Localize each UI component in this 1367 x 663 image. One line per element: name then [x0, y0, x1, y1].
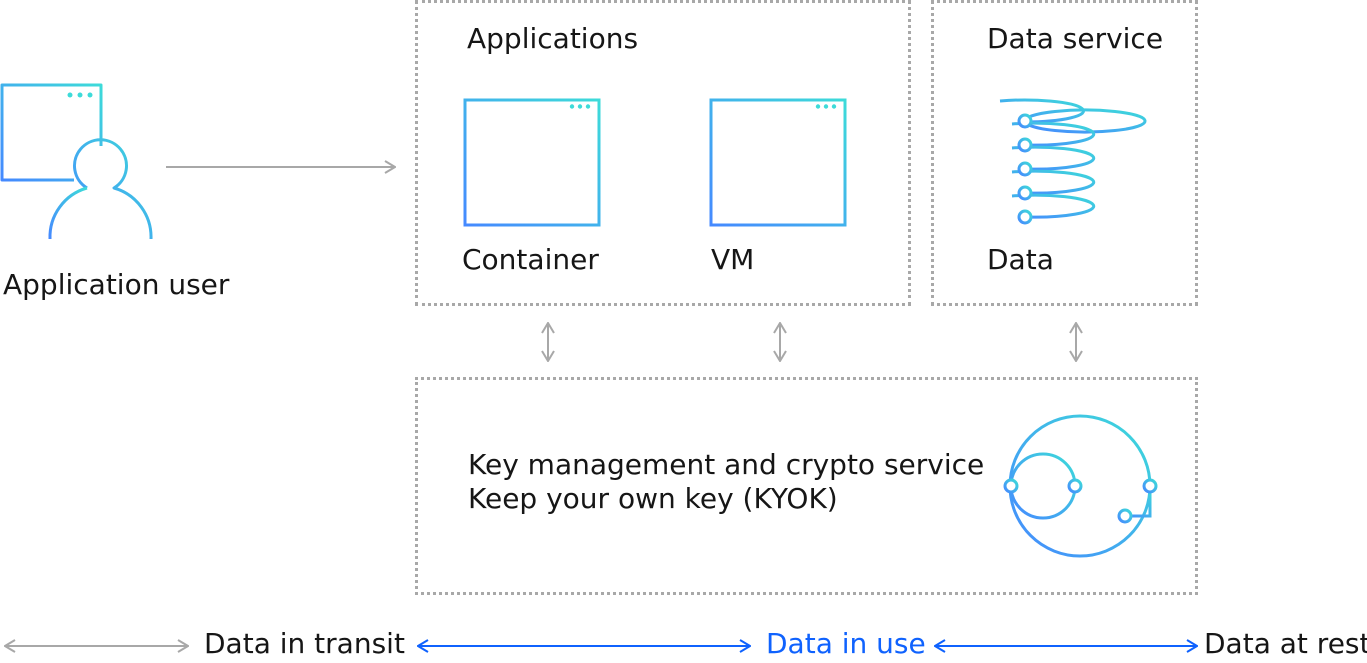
key-management-line1: Key management and crypto service	[468, 448, 985, 481]
key-icon	[1003, 414, 1158, 558]
applications-title: Applications	[467, 22, 639, 55]
vm-icon	[709, 98, 847, 227]
data-in-transit-label: Data in transit	[204, 627, 405, 660]
container-icon	[463, 98, 601, 227]
vm-label: VM	[711, 243, 755, 276]
application-user-label: Application user	[3, 268, 230, 301]
data-in-use-label: Data in use	[766, 627, 926, 660]
data-service-title: Data service	[987, 22, 1164, 55]
database-icon	[999, 98, 1147, 225]
data-at-rest-label: Data at rest	[1204, 627, 1367, 660]
application-user-icon	[0, 83, 153, 240]
container-label: Container	[462, 243, 599, 276]
data-service-box	[931, 0, 1198, 306]
key-management-line2: Keep your own key (KYOK)	[468, 482, 838, 515]
applications-box	[415, 0, 911, 306]
data-label: Data	[987, 243, 1054, 276]
key-management-box	[415, 377, 1198, 595]
